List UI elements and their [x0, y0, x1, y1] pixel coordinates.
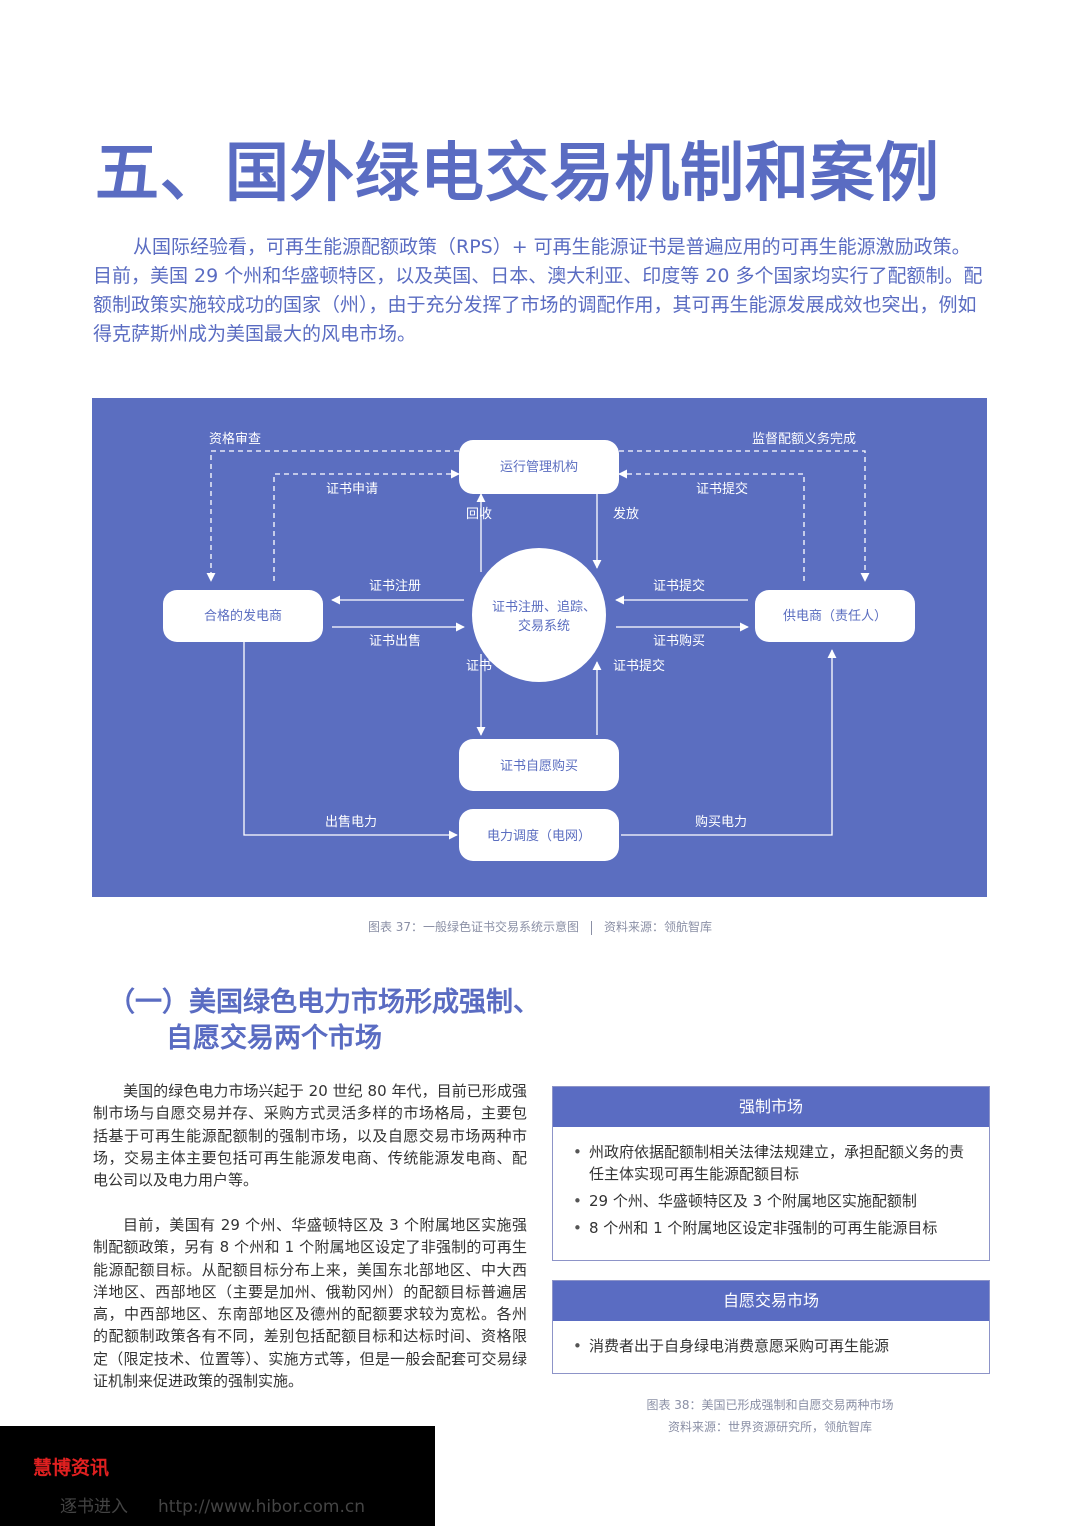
- node-grid: [459, 809, 619, 861]
- mandatory-market-list: 州政府依据配额制相关法律法规建立，承担配额义务的责任主体实现可再生能源配额目标 …: [553, 1127, 989, 1254]
- label-qualification: 资格审查: [209, 431, 261, 447]
- label-cert-submit-bottom: 证书提交: [613, 658, 665, 674]
- node-generator-label: 合格的发电商: [204, 608, 282, 624]
- list-item: 消费者出于自身绿电消费意愿采购可再生能源: [573, 1335, 973, 1357]
- label-cert-sell: 证书出售: [369, 633, 421, 649]
- page-title: 五、国外绿电交易机制和案例: [95, 137, 940, 211]
- intro-paragraph: 从国际经验看，可再生能源配额政策（RPS）+ 可再生能源证书是普遍应用的可再生能…: [93, 236, 983, 345]
- node-supplier-label: 供电商（责任人）: [783, 609, 887, 624]
- qualification-arrow: [206, 450, 459, 582]
- node-supplier: [755, 590, 915, 642]
- figure-37-source: 资料来源：领航智库: [604, 920, 713, 934]
- sell-power-arrow: [243, 642, 458, 840]
- voluntary-market-list: 消费者出于自身绿电消费意愿采购可再生能源: [553, 1321, 989, 1372]
- watermark-banner: 慧博资讯 逐书进入 http://www.hibor.com.cn: [0, 1426, 435, 1526]
- label-cert-apply: 证书申请: [326, 482, 378, 497]
- buy-power-arrow: [621, 649, 837, 836]
- list-item: 29 个州、华盛顿特区及 3 个附属地区实施配额制: [573, 1190, 973, 1212]
- watermark-url[interactable]: http://www.hibor.com.cn: [158, 1497, 365, 1517]
- label-recall: 回收: [466, 507, 492, 522]
- section-heading-line2: 自愿交易两个市场: [166, 1023, 382, 1054]
- node-center-system: [472, 548, 606, 682]
- node-center-label-1: 证书注册、追踪、: [492, 599, 596, 615]
- node-center-label-2: 交易系统: [518, 618, 570, 634]
- node-grid-label: 电力调度（电网）: [487, 828, 591, 844]
- node-voluntary-label: 证书自愿购买: [500, 758, 578, 774]
- mandatory-market-title: 强制市场: [553, 1087, 989, 1127]
- green-certificate-trading-diagram: 运行管理机构 合格的发电商 供电商（责任人） 证书自愿购买 电力调度（电网） 证…: [92, 398, 987, 897]
- voluntary-market-title: 自愿交易市场: [553, 1281, 989, 1321]
- label-cert-buy: 证书购买: [653, 633, 705, 649]
- list-item: 州政府依据配额制相关法律法规建立，承担配额义务的责任主体实现可再生能源配额目标: [573, 1141, 973, 1185]
- label-cert-register: 证书注册: [369, 579, 421, 594]
- label-issue: 发放: [613, 506, 639, 522]
- watermark-brand: 慧博资讯: [33, 1457, 110, 1479]
- node-generator: [163, 590, 323, 642]
- figure-38-source: 资料来源：世界资源研究所，领航智库: [667, 1420, 872, 1434]
- watermark-sub: 逐书进入: [60, 1497, 128, 1517]
- label-supervise: 监督配额义务完成: [752, 431, 856, 447]
- node-admin-label: 运行管理机构: [500, 460, 578, 475]
- label-cert-submit-right: 证书提交: [653, 578, 705, 594]
- supervise-arrow: [619, 450, 870, 582]
- watermark-subline: 逐书进入 http://www.hibor.com.cn: [60, 1492, 365, 1517]
- section-heading-line1: （一）美国绿色电力市场形成强制、: [108, 987, 540, 1018]
- figure-38-title: 图表 38：美国已形成强制和自愿交易两种市场: [646, 1398, 894, 1412]
- label-cert-partial: 证书: [466, 659, 492, 674]
- body-paragraph-1: 美国的绿色电力市场兴起于 20 世纪 80 年代，目前已形成强制市场与自愿交易并…: [93, 1082, 527, 1190]
- voluntary-market-box: 自愿交易市场 消费者出于自身绿电消费意愿采购可再生能源: [552, 1280, 990, 1374]
- body-paragraph-2: 目前，美国有 29 个州、华盛顿特区及 3 个附属地区实施强制配额政策，另有 8…: [93, 1216, 527, 1391]
- label-sell-power: 出售电力: [325, 814, 377, 830]
- node-voluntary: [459, 739, 619, 791]
- list-item: 8 个州和 1 个附属地区设定非强制的可再生能源目标: [573, 1217, 973, 1239]
- label-cert-submit-top: 证书提交: [696, 481, 748, 497]
- mandatory-market-box: 强制市场 州政府依据配额制相关法律法规建立，承担配额义务的责任主体实现可再生能源…: [552, 1086, 990, 1261]
- section-heading: （一）美国绿色电力市场形成强制、 自愿交易两个市场: [108, 985, 540, 1057]
- node-admin: [459, 440, 619, 494]
- figure-37-title: 图表 37：一般绿色证书交易系统示意图: [367, 920, 580, 934]
- label-buy-power: 购买电力: [695, 814, 747, 830]
- figure-37-caption: 图表 37：一般绿色证书交易系统示意图 资料来源：领航智库: [0, 918, 1080, 935]
- caption-divider: [591, 920, 593, 935]
